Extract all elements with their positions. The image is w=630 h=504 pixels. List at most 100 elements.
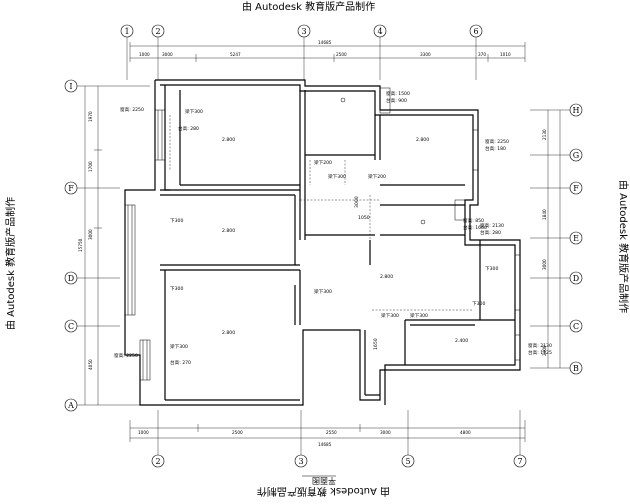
bottom-dim: 2550 [326,430,337,435]
axis-label: C [573,322,579,331]
watermark-left: 由 Autodesk 教育版产品制作 [4,197,17,330]
window-height-label: 窗高: 2130 [528,342,552,349]
right-dim: 2400 [542,345,547,356]
sill-height-label: 台高: 280 [480,229,501,236]
window-height-label: 窗高: 850 [463,217,484,224]
beam-label: 梁下200 [314,159,332,166]
top-dim: 3300 [420,52,431,57]
axis-label: 6 [473,27,478,36]
sill-height-label: 台高: 1125 [528,349,552,356]
right-dim: 2130 [542,129,547,140]
beam-label: 下300 [485,266,498,272]
beam-label: 梁下300 [314,288,332,295]
axis-label: 7 [517,457,522,466]
beam-label: 下300 [170,286,183,292]
beam-label: 梁下300 [410,312,428,319]
ceiling-height-label: 2.800 [222,137,235,143]
ceiling-height-label: 2.800 [380,274,393,280]
window [454,199,466,221]
walls [124,79,521,406]
right-axis-bubbles: H G F E D C B [569,103,583,375]
axis-label: 1 [124,27,129,36]
axis-label: H [573,106,580,115]
floor-drain-icon [420,219,426,225]
beam-label: 梁下300 [381,312,399,319]
top-dim: 2500 [336,52,347,57]
floor-drain-icon [340,97,346,103]
watermark-bottom: 由 Autodesk 教育版产品制作 [257,485,390,498]
top-axis-bubbles: 1 2 3 4 6 [120,24,483,38]
sill-height-label: 台高: 270 [170,359,191,366]
left-dim: 1700 [88,161,93,172]
beam-label: 梁下200 [368,173,386,180]
windows [124,87,521,381]
top-dim: 370 [478,52,486,57]
bottom-dim: 4800 [460,430,471,435]
sill-height-label: 台高: 180 [485,145,506,152]
left-axis-bubbles: I F D C A [64,79,78,412]
beam-label: 下300 [170,218,183,224]
window-height-label: 窗高: 2250 [485,138,509,145]
ceiling-height-label: 2.800 [222,228,235,234]
left-dim: 4050 [88,359,93,370]
window [472,129,479,171]
top-dim: 5247 [230,52,241,57]
bottom-axis-bubbles: 2 3 5 7 [151,454,527,468]
window-height-label: 窗高: 2250 [114,352,138,359]
axis-label: 5 [405,457,410,466]
left-dim: 15750 [78,238,83,252]
axis-label: 2 [155,457,160,466]
axis-label: B [573,364,579,373]
top-dim: 3000 [162,52,173,57]
axis-label: G [573,151,579,160]
ceiling-height-label: 2.400 [455,338,468,344]
window-height-label: 窗高: 1500 [386,90,410,97]
beam-label: 梁下300 [170,343,188,350]
axis-label: D [573,274,579,283]
axis-label: E [573,234,579,243]
window [514,334,521,361]
sill-height-label: 台高: 280 [178,125,199,132]
window-height-label: 窗高: 2130 [480,222,504,229]
axis-label: A [67,401,74,410]
beam-label: 梁下300 [185,108,203,115]
top-dim: 1010 [500,52,511,57]
top-total-dim: 14685 [318,40,332,45]
window [124,204,136,316]
window [514,254,521,311]
top-dim: 1000 [139,52,150,57]
axis-label: 3 [298,457,303,466]
watermark-right: 由 Autodesk 教育版产品制作 [617,180,630,313]
sill-height-label: 台高: 1660 [463,224,487,231]
drawing-title: 平面图 [312,476,336,485]
right-dim: 1840 [542,209,547,220]
watermark-top: 由 Autodesk 教育版产品制作 [242,0,375,13]
beam-lines [164,115,472,325]
room-labels: 窗高: 2250 台高: 280 梁下300 2.800 窗高: 1500 台高… [114,90,552,366]
bottom-dim: 3000 [380,430,391,435]
dimension-label: 1050 [358,215,370,221]
window [154,109,166,161]
axis-label: 3 [301,27,306,36]
axis-label: 4 [377,27,382,36]
right-dim: 3000 [542,259,547,270]
window [379,87,391,114]
sill-height-label: 台高: 900 [386,97,407,104]
window-height-label: 窗高: 2250 [120,106,144,113]
beam-label: 梁下300 [328,173,346,180]
axis-label: F [68,184,74,193]
bottom-dim: 2500 [232,430,243,435]
axis-label: I [69,82,72,91]
axis-label: D [68,274,74,283]
dimension-label: 1650 [373,338,379,350]
axis-label: C [68,322,74,331]
beam-label: 下300 [472,301,485,307]
ceiling-height-label: 2.800 [222,330,235,336]
bottom-total-dim: 14685 [318,442,332,447]
dimension-label: 3000 [354,196,360,208]
left-dim: 1970 [88,111,93,122]
axis-label: 2 [155,27,160,36]
window [139,339,151,381]
left-dim: 3000 [88,229,93,240]
